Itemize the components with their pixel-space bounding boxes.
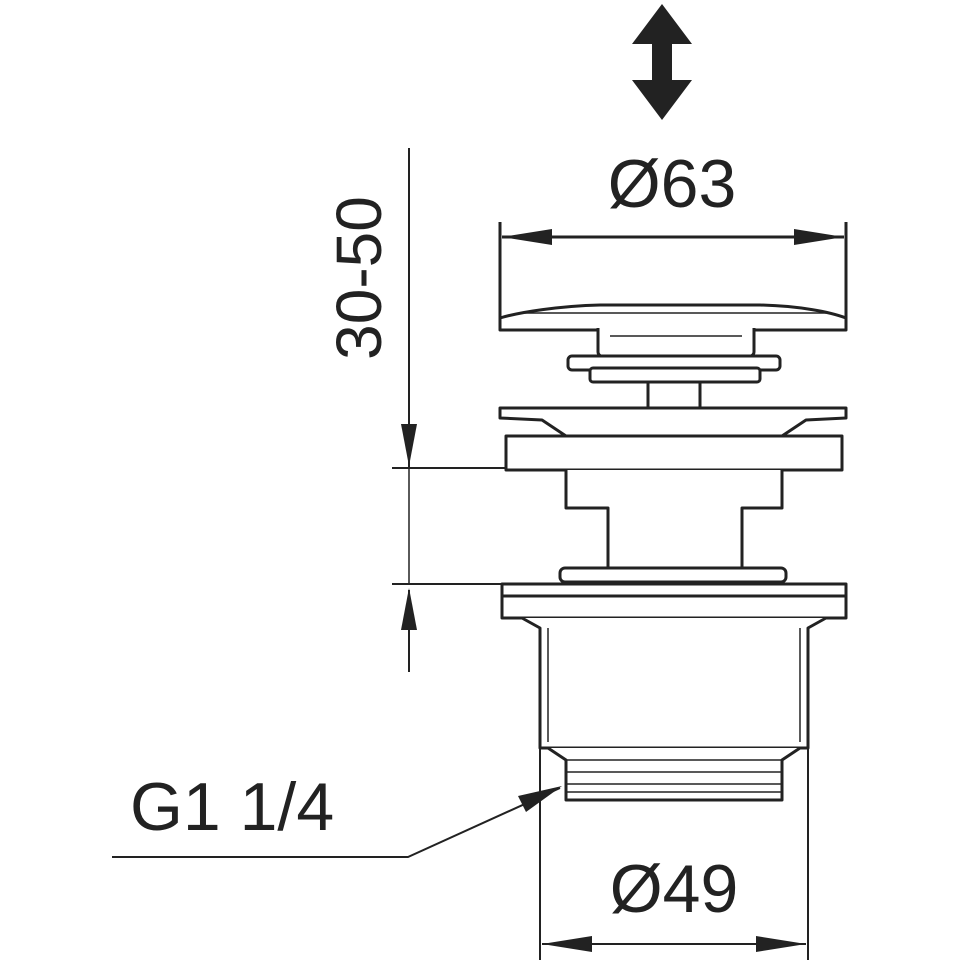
body-diameter-label: Ø49 [610, 851, 739, 927]
stepped-neck [564, 470, 784, 570]
thread-size-label: G1 1/4 [130, 769, 334, 845]
height-range-arrowheads [401, 424, 417, 630]
plunger-rod [646, 380, 702, 412]
height-range-label: 30-50 [323, 196, 395, 360]
cap-diameter-dimension [498, 222, 848, 318]
thread-section [547, 746, 801, 802]
thread-leader-line [112, 787, 561, 858]
cap-diameter-label: Ø63 [608, 146, 737, 222]
lower-flange [500, 582, 848, 598]
cap-stem [596, 328, 756, 360]
body-diameter-arrowheads [542, 936, 806, 952]
upper-flange [498, 406, 848, 438]
gasket [558, 566, 788, 584]
cap-diameter-arrowheads [502, 229, 844, 245]
waste-valve-body [498, 303, 848, 802]
drain-body [521, 616, 827, 750]
top-collar [504, 434, 844, 472]
thread-leader-arrowhead [518, 786, 562, 812]
valve-cap [498, 303, 848, 332]
double-arrow-vertical-icon [632, 4, 692, 120]
